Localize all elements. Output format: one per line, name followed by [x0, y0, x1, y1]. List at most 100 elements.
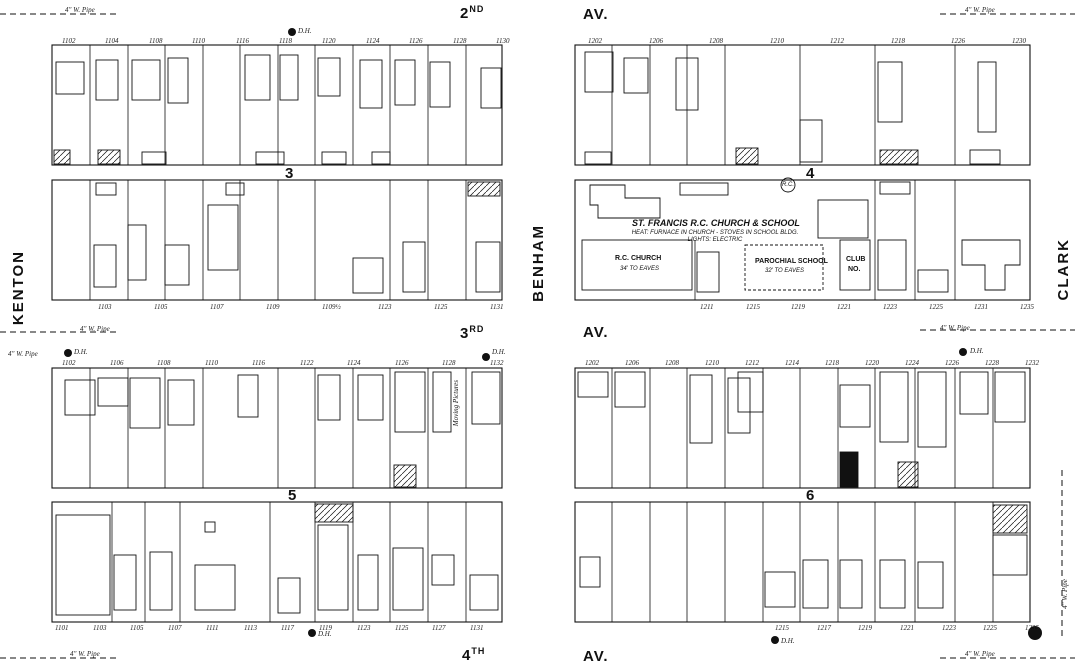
address-number: 1212: [830, 37, 844, 45]
church-school-title: ST. FRANCIS R.C. CHURCH & SCHOOL: [632, 218, 800, 228]
address-number: 1218: [891, 37, 905, 45]
address-number: 1109½: [322, 303, 341, 311]
block-3: [51, 44, 503, 301]
address-number: 1102: [62, 359, 76, 367]
street-number: 4: [462, 647, 472, 664]
address-number: 1113: [244, 624, 257, 632]
rc-church-sub: 34' TO EAVES: [620, 266, 660, 272]
hydrant-label: D.H.: [492, 348, 506, 356]
address-number: 1124: [366, 37, 380, 45]
address-number: 1111: [206, 624, 219, 632]
rc-church-label: R.C. CHURCH: [615, 255, 662, 262]
street-suffix: ND: [469, 4, 485, 14]
address-number: 1219: [858, 624, 872, 632]
hydrant-label: D.H.: [298, 27, 312, 35]
street-label-3rd: 3RD: [460, 324, 484, 342]
street-label-4th: 4TH: [462, 646, 485, 664]
address-number: 1126: [409, 37, 423, 45]
address-number: 1212: [745, 359, 759, 367]
hydrant-marker: [959, 348, 967, 356]
address-number: 1108: [149, 37, 163, 45]
parochial-school-sub: 32' TO EAVES: [765, 268, 805, 274]
hydrant-markers: [64, 28, 1042, 644]
street-number: 3: [460, 325, 470, 342]
hydrant-marker: [288, 28, 296, 36]
block-number-5: 5: [288, 487, 297, 504]
street-label-av-bottom: AV.: [583, 648, 609, 665]
block-number-6: 6: [806, 487, 815, 504]
address-number: 1105: [154, 303, 168, 311]
hydrant-marker: [1028, 626, 1042, 640]
address-number: 1225: [983, 624, 997, 632]
address-number: 1128: [453, 37, 467, 45]
address-number: 1217: [817, 624, 831, 632]
hydrant-marker: [64, 349, 72, 357]
hydrant-marker: [771, 636, 779, 644]
street-label-clark: CLARK: [1055, 238, 1072, 301]
address-number: 1105: [130, 624, 144, 632]
club-label: CLUB: [846, 256, 866, 263]
address-number: 1208: [709, 37, 723, 45]
block-4: [574, 44, 1031, 301]
address-number: 1103: [98, 303, 112, 311]
address-number: 1131: [470, 624, 484, 632]
street-label-2nd: 2ND: [460, 4, 484, 22]
address-number: 1225: [929, 303, 943, 311]
address-number: 1132: [490, 359, 504, 367]
address-number: 1221: [900, 624, 914, 632]
address-number: 1107: [168, 624, 182, 632]
address-number: 1107: [210, 303, 224, 311]
hydrant-label: D.H.: [781, 637, 795, 645]
parochial-school-label: PAROCHIAL SCHOOL: [755, 258, 828, 265]
block-6: [574, 367, 1031, 623]
hydrant-label: D.H.: [318, 630, 332, 638]
water-pipes: [0, 13, 1075, 659]
address-number: 1120: [322, 37, 336, 45]
address-number: 1226: [945, 359, 959, 367]
address-number: 1219: [791, 303, 805, 311]
pipe-label: 4" W. Pipe: [70, 650, 100, 658]
pipe-label: 4" W. Pipe: [965, 650, 995, 658]
block-number-4: 4: [806, 165, 815, 182]
address-number: 1110: [205, 359, 218, 367]
address-number: 1215: [775, 624, 789, 632]
address-number: 1127: [432, 624, 446, 632]
address-number: 1116: [236, 37, 249, 45]
address-number: 1124: [347, 359, 361, 367]
address-number: 1206: [625, 359, 639, 367]
address-number: 1126: [395, 359, 409, 367]
street-label-benham: BENHAM: [530, 224, 547, 302]
address-number: 1218: [825, 359, 839, 367]
address-number: 1230: [1012, 37, 1026, 45]
rc-circle-label: R.C.: [782, 182, 794, 188]
club-no-label: NO.: [848, 266, 861, 273]
address-number: 1224: [905, 359, 919, 367]
address-number: 1220: [865, 359, 879, 367]
address-number: 1110: [192, 37, 205, 45]
pipe-label: 4" W. Pipe: [1060, 579, 1069, 609]
street-label-kenton: KENTON: [10, 250, 27, 326]
address-number: 1116: [252, 359, 265, 367]
street-label-av-middle: AV.: [583, 324, 609, 341]
address-number: 1131: [490, 303, 504, 311]
address-number: 1125: [395, 624, 409, 632]
block-5: [51, 367, 503, 623]
pipe-label: 4" W. Pipe: [940, 324, 970, 332]
address-number: 1109: [266, 303, 280, 311]
address-number: 1226: [951, 37, 965, 45]
address-number: 1202: [585, 359, 599, 367]
address-number: 1221: [837, 303, 851, 311]
address-number: 1103: [93, 624, 107, 632]
address-number: 1215: [746, 303, 760, 311]
address-number: 1122: [300, 359, 314, 367]
address-number: 1119: [319, 624, 332, 632]
street-number: 2: [460, 5, 470, 22]
address-number: 1117: [281, 624, 294, 632]
hydrant-marker: [482, 353, 490, 361]
hydrant-marker: [308, 629, 316, 637]
address-number: 1235: [1025, 624, 1039, 632]
street-suffix: RD: [469, 324, 485, 334]
address-number: 1228: [985, 359, 999, 367]
church-note: HEAT: FURNACE IN CHURCH - STOVES IN SCHO…: [631, 230, 799, 243]
